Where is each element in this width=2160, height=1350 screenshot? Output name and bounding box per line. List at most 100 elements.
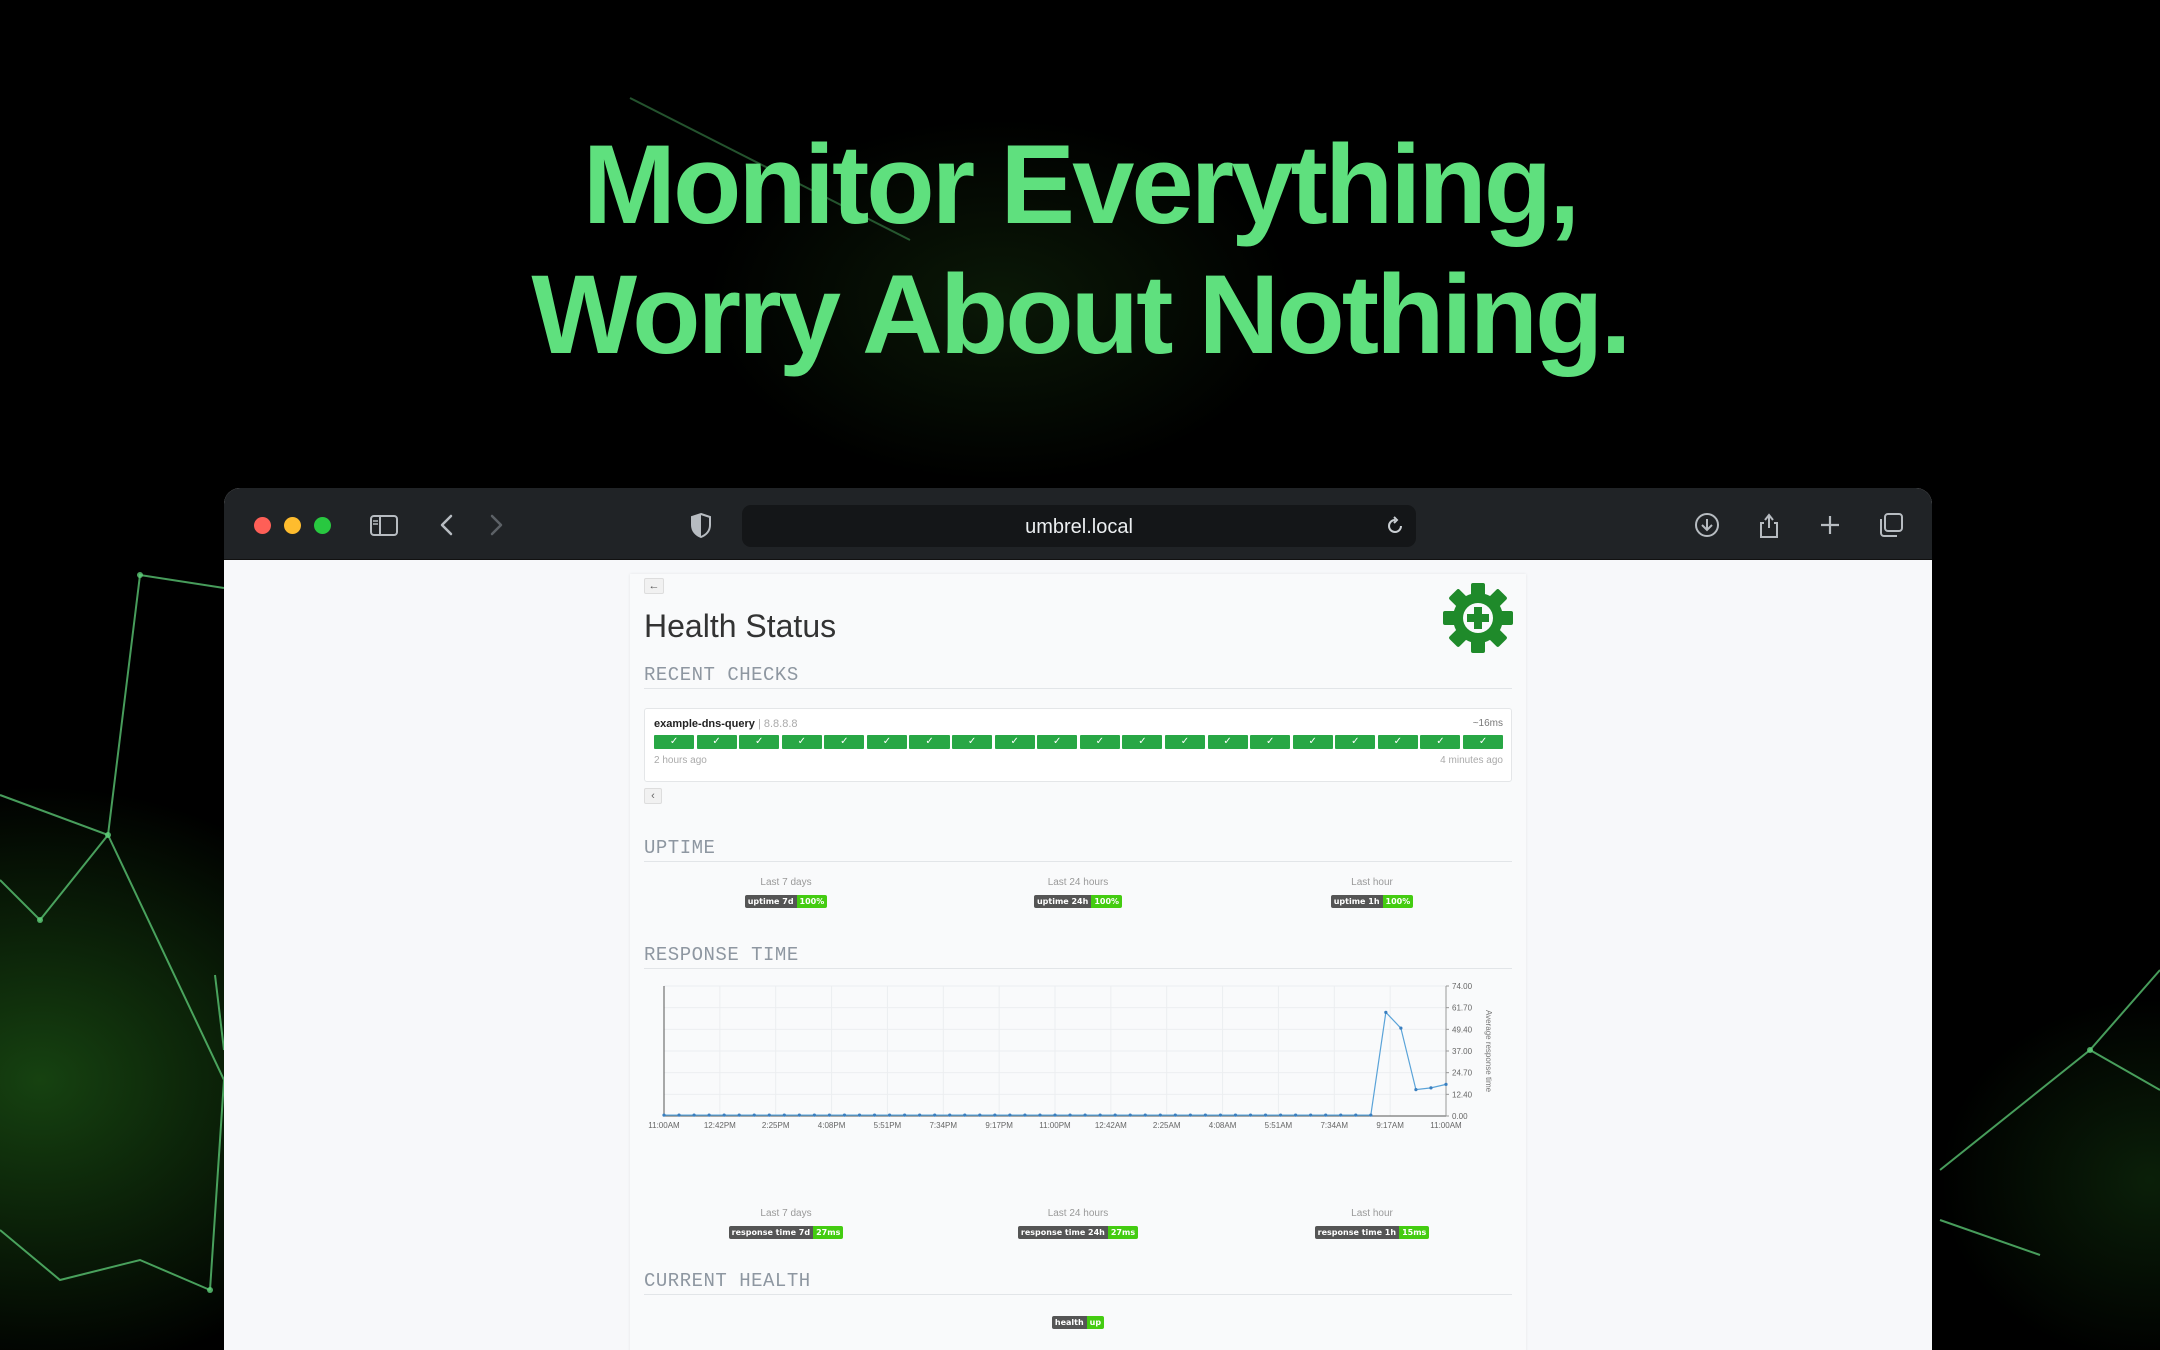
data-point[interactable] bbox=[1128, 1113, 1132, 1117]
data-point[interactable] bbox=[662, 1113, 666, 1117]
data-point[interactable] bbox=[1158, 1113, 1162, 1117]
data-point[interactable] bbox=[1324, 1113, 1328, 1117]
data-point[interactable] bbox=[1023, 1113, 1027, 1117]
check-result-bar[interactable]: ✓ bbox=[1079, 735, 1120, 749]
data-point[interactable] bbox=[1339, 1113, 1343, 1117]
check-result-bar[interactable]: ✓ bbox=[1292, 735, 1333, 749]
data-point[interactable] bbox=[1113, 1113, 1117, 1117]
data-point[interactable] bbox=[1008, 1113, 1012, 1117]
data-point[interactable] bbox=[1399, 1026, 1403, 1030]
reload-icon[interactable] bbox=[1382, 513, 1408, 539]
check-result-bar[interactable]: ✓ bbox=[1250, 735, 1291, 749]
data-point[interactable] bbox=[1309, 1113, 1313, 1117]
x-tick-label: 12:42AM bbox=[1095, 1121, 1127, 1130]
data-point[interactable] bbox=[1038, 1113, 1042, 1117]
data-point[interactable] bbox=[677, 1113, 681, 1117]
data-point[interactable] bbox=[1354, 1113, 1358, 1117]
data-point[interactable] bbox=[857, 1113, 862, 1117]
data-point[interactable] bbox=[812, 1113, 816, 1117]
data-point[interactable] bbox=[692, 1113, 696, 1117]
check-result-bar[interactable]: ✓ bbox=[994, 735, 1035, 749]
data-point[interactable] bbox=[1173, 1113, 1177, 1117]
previous-page-button[interactable]: ‹ bbox=[644, 788, 662, 804]
data-point[interactable] bbox=[1369, 1113, 1373, 1117]
badge-value: 100% bbox=[1382, 895, 1414, 908]
minimize-window-button[interactable] bbox=[284, 517, 301, 534]
check-result-bar[interactable]: ✓ bbox=[952, 735, 993, 749]
data-point[interactable] bbox=[1278, 1113, 1283, 1117]
check-result-bar[interactable]: ✓ bbox=[654, 735, 695, 749]
data-point[interactable] bbox=[933, 1113, 937, 1117]
data-point[interactable] bbox=[752, 1113, 756, 1117]
plus-icon[interactable] bbox=[1815, 510, 1845, 540]
data-point[interactable] bbox=[722, 1113, 726, 1117]
shield-icon[interactable] bbox=[686, 510, 716, 540]
data-point[interactable] bbox=[1263, 1113, 1268, 1117]
data-point[interactable] bbox=[948, 1113, 952, 1117]
stat-label: Last hour bbox=[1351, 1208, 1393, 1219]
share-icon[interactable] bbox=[1754, 510, 1784, 540]
download-icon[interactable] bbox=[1692, 510, 1722, 540]
check-result-bar[interactable]: ✓ bbox=[824, 735, 865, 749]
maximize-window-button[interactable] bbox=[314, 517, 331, 534]
check-result-bar[interactable]: ✓ bbox=[1207, 735, 1248, 749]
data-point[interactable] bbox=[767, 1113, 771, 1117]
data-point[interactable] bbox=[1294, 1113, 1298, 1117]
data-point[interactable] bbox=[827, 1113, 832, 1117]
close-window-button[interactable] bbox=[254, 517, 271, 534]
data-point[interactable] bbox=[782, 1113, 786, 1117]
data-point[interactable] bbox=[1444, 1082, 1448, 1086]
data-point[interactable] bbox=[993, 1113, 997, 1117]
data-point[interactable] bbox=[963, 1113, 967, 1117]
data-point[interactable] bbox=[737, 1113, 741, 1117]
check-result-bar[interactable]: ✓ bbox=[1462, 735, 1504, 749]
check-result-bar[interactable]: ✓ bbox=[1335, 735, 1376, 749]
data-point[interactable] bbox=[903, 1113, 907, 1117]
data-point[interactable] bbox=[1233, 1113, 1238, 1117]
data-point[interactable] bbox=[797, 1113, 801, 1117]
browser-window: umbrel.local ← bbox=[224, 488, 1932, 1350]
data-point[interactable] bbox=[1053, 1113, 1057, 1117]
badge-key: response time 24h bbox=[1017, 1226, 1108, 1239]
address-bar[interactable]: umbrel.local bbox=[742, 505, 1416, 547]
health-panel: ← bbox=[630, 574, 1526, 1350]
sidebar-icon[interactable] bbox=[369, 510, 399, 540]
back-button[interactable]: ← bbox=[644, 578, 664, 594]
check-result-bar[interactable]: ✓ bbox=[866, 735, 907, 749]
data-point[interactable] bbox=[1068, 1113, 1072, 1117]
check-result-bar[interactable]: ✓ bbox=[1164, 735, 1206, 749]
tabs-icon[interactable] bbox=[1876, 510, 1906, 540]
data-point[interactable] bbox=[1248, 1113, 1253, 1117]
data-point[interactable] bbox=[1218, 1113, 1223, 1117]
data-point[interactable] bbox=[1384, 1010, 1388, 1014]
data-point[interactable] bbox=[707, 1113, 711, 1117]
x-tick-label: 2:25AM bbox=[1153, 1121, 1181, 1130]
check-result-bar[interactable]: ✓ bbox=[739, 735, 780, 749]
x-tick-label: 12:42PM bbox=[704, 1121, 736, 1130]
check-result-bar[interactable]: ✓ bbox=[781, 735, 822, 749]
check-result-bar[interactable]: ✓ bbox=[696, 735, 737, 749]
check-result-bar[interactable]: ✓ bbox=[1122, 735, 1163, 749]
forward-icon[interactable] bbox=[481, 510, 511, 540]
data-point[interactable] bbox=[1429, 1086, 1433, 1090]
data-point[interactable] bbox=[1414, 1088, 1418, 1092]
data-point[interactable] bbox=[1188, 1113, 1192, 1117]
check-result-bar[interactable]: ✓ bbox=[909, 735, 950, 749]
check-result-bar[interactable]: ✓ bbox=[1037, 735, 1078, 749]
data-point[interactable] bbox=[1098, 1113, 1102, 1117]
y-tick-label: 24.70 bbox=[1452, 1069, 1473, 1078]
y-tick-label: 49.40 bbox=[1452, 1025, 1473, 1034]
data-point[interactable] bbox=[1203, 1113, 1207, 1117]
x-tick-label: 7:34AM bbox=[1320, 1121, 1348, 1130]
data-point[interactable] bbox=[1083, 1113, 1087, 1117]
data-point[interactable] bbox=[872, 1113, 877, 1117]
back-icon[interactable] bbox=[432, 510, 462, 540]
badge-value: 100% bbox=[796, 895, 828, 908]
data-point[interactable] bbox=[918, 1113, 922, 1117]
check-result-bar[interactable]: ✓ bbox=[1420, 735, 1461, 749]
data-point[interactable] bbox=[887, 1113, 892, 1117]
data-point[interactable] bbox=[978, 1113, 982, 1117]
data-point[interactable] bbox=[842, 1113, 847, 1117]
data-point[interactable] bbox=[1143, 1113, 1147, 1117]
check-result-bar[interactable]: ✓ bbox=[1377, 735, 1418, 749]
